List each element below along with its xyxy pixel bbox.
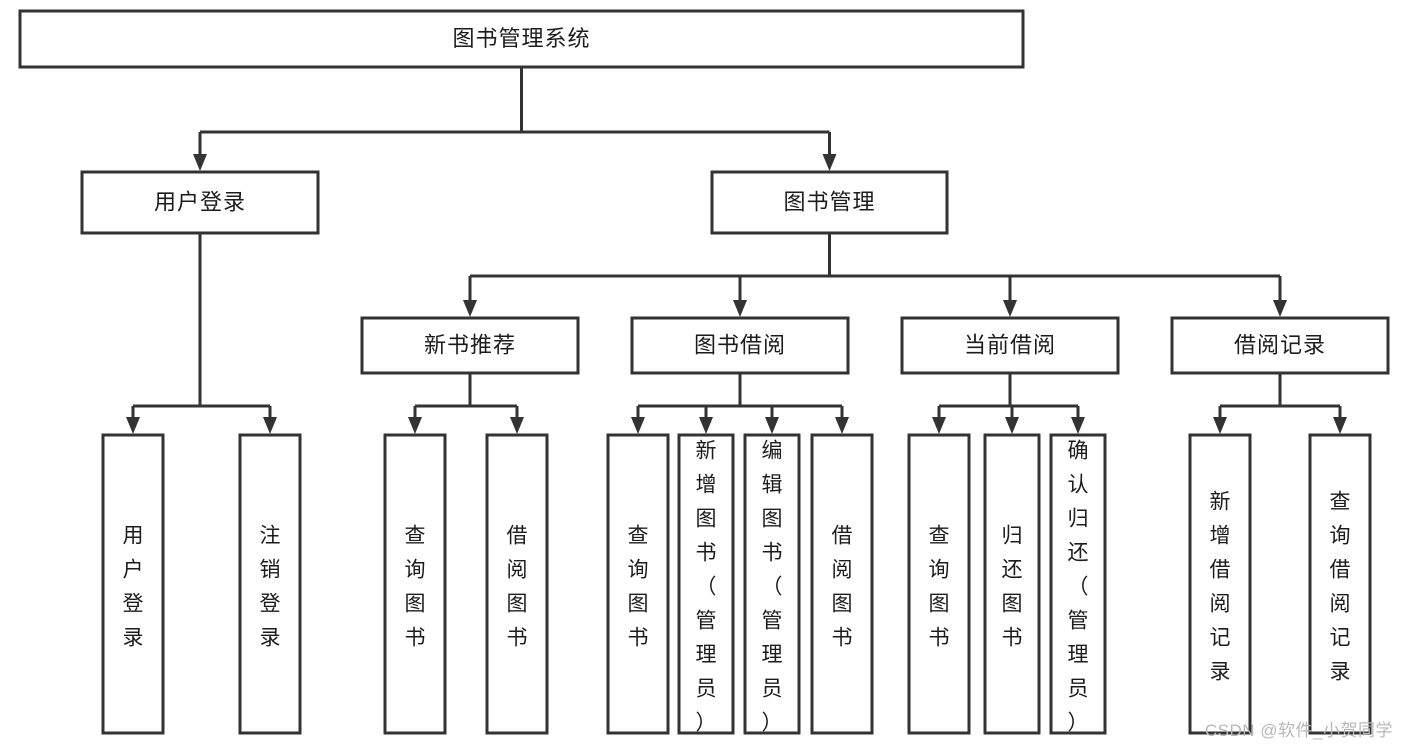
- arrow-head-icon: [699, 417, 713, 434]
- node-box-leaf-query-book-2[interactable]: [606, 433, 670, 735]
- node-leaf-add-book[interactable]: 新增图书（管理员）: [677, 433, 735, 735]
- node-box-current-borrow[interactable]: [900, 316, 1120, 375]
- node-leaf-borrow-book-1[interactable]: 借阅图书: [485, 433, 549, 735]
- node-box-leaf-add-record[interactable]: [1188, 433, 1252, 735]
- arrow-head-icon: [1273, 300, 1287, 317]
- node-label-leaf-user-login: 用户登录: [123, 525, 144, 650]
- node-leaf-query-book-2[interactable]: 查询图书: [606, 433, 670, 735]
- node-borrow-record[interactable]: 借阅记录: [1170, 316, 1390, 375]
- arrow-head-icon: [263, 417, 277, 434]
- node-box-book-manage[interactable]: [710, 170, 949, 235]
- node-label-root: 图书管理系统: [452, 26, 590, 51]
- node-leaf-edit-book[interactable]: 编辑图书（管理员）: [743, 433, 801, 735]
- node-book-manage[interactable]: 图书管理: [710, 170, 949, 235]
- arrow-head-icon: [835, 417, 849, 434]
- node-label-leaf-query-book-2: 查询图书: [628, 525, 649, 650]
- node-label-leaf-borrow-book-2: 借阅图书: [832, 525, 853, 650]
- node-box-borrow-record[interactable]: [1170, 316, 1390, 375]
- node-box-leaf-confirm-return[interactable]: [1049, 433, 1107, 735]
- node-label-leaf-return-book: 归还图书: [1002, 525, 1023, 650]
- node-label-leaf-add-record: 新增借阅记录: [1210, 491, 1231, 684]
- arrow-head-icon: [408, 417, 422, 434]
- node-box-leaf-user-logout[interactable]: [238, 433, 302, 735]
- node-label-new-book-recommend: 新书推荐: [424, 332, 516, 357]
- node-box-leaf-add-book[interactable]: [677, 433, 735, 735]
- node-box-book-borrow[interactable]: [630, 316, 850, 375]
- node-label-book-borrow: 图书借阅: [694, 332, 786, 357]
- arrow-head-icon: [126, 417, 140, 434]
- arrow-head-icon: [193, 154, 207, 171]
- node-root[interactable]: 图书管理系统: [18, 9, 1025, 69]
- node-label-leaf-confirm-return: 确认归还（管理员）: [1068, 440, 1089, 735]
- arrow-head-icon: [510, 417, 524, 434]
- node-leaf-user-login[interactable]: 用户登录: [101, 433, 165, 735]
- node-current-borrow[interactable]: 当前借阅: [900, 316, 1120, 375]
- node-leaf-borrow-book-2[interactable]: 借阅图书: [810, 433, 874, 735]
- node-box-leaf-query-record[interactable]: [1308, 433, 1372, 735]
- arrow-head-icon: [1005, 417, 1019, 434]
- node-user-login[interactable]: 用户登录: [80, 170, 320, 235]
- node-leaf-confirm-return[interactable]: 确认归还（管理员）: [1049, 433, 1107, 735]
- node-label-leaf-edit-book: 编辑图书（管理员）: [762, 440, 783, 735]
- arrow-head-icon: [765, 417, 779, 434]
- node-new-book-recommend[interactable]: 新书推荐: [360, 316, 580, 375]
- arrow-head-icon: [631, 417, 645, 434]
- arrow-head-icon: [733, 300, 747, 317]
- arrow-head-icon: [1213, 417, 1227, 434]
- arrow-head-icon: [1333, 417, 1347, 434]
- node-label-leaf-query-book-1: 查询图书: [405, 525, 426, 650]
- node-box-user-login[interactable]: [80, 170, 320, 235]
- arrow-head-icon: [822, 154, 837, 171]
- node-box-leaf-return-book[interactable]: [983, 433, 1041, 735]
- connector-layer: [126, 67, 1347, 434]
- node-label-current-borrow: 当前借阅: [964, 332, 1056, 357]
- node-leaf-query-record[interactable]: 查询借阅记录: [1308, 433, 1372, 735]
- node-leaf-query-book-1[interactable]: 查询图书: [383, 433, 447, 735]
- arrow-head-icon: [1071, 417, 1085, 434]
- node-book-borrow[interactable]: 图书借阅: [630, 316, 850, 375]
- node-box-leaf-edit-book[interactable]: [743, 433, 801, 735]
- node-label-user-login: 用户登录: [154, 189, 246, 214]
- node-label-book-manage: 图书管理: [783, 189, 875, 214]
- node-leaf-query-book-3[interactable]: 查询图书: [907, 433, 971, 735]
- node-box-leaf-query-book-1[interactable]: [383, 433, 447, 735]
- node-label-borrow-record: 借阅记录: [1234, 332, 1326, 357]
- node-box-leaf-user-login[interactable]: [101, 433, 165, 735]
- node-label-leaf-borrow-book-1: 借阅图书: [507, 525, 528, 650]
- node-leaf-add-record[interactable]: 新增借阅记录: [1188, 433, 1252, 735]
- node-box-leaf-borrow-book-2[interactable]: [810, 433, 874, 735]
- arrow-head-icon: [463, 300, 477, 317]
- node-box-root[interactable]: [18, 9, 1025, 69]
- node-label-leaf-query-book-3: 查询图书: [929, 525, 950, 650]
- node-box-leaf-borrow-book-1[interactable]: [485, 433, 549, 735]
- node-leaf-user-logout[interactable]: 注销登录: [238, 433, 302, 735]
- arrow-head-icon: [932, 417, 946, 434]
- node-leaf-return-book[interactable]: 归还图书: [983, 433, 1041, 735]
- node-label-leaf-query-record: 查询借阅记录: [1330, 491, 1351, 684]
- node-box-leaf-query-book-3[interactable]: [907, 433, 971, 735]
- arrow-head-icon: [1003, 300, 1017, 317]
- node-layer: 图书管理系统用户登录图书管理新书推荐图书借阅当前借阅借阅记录用户登录注销登录查询…: [18, 9, 1390, 735]
- node-box-new-book-recommend[interactable]: [360, 316, 580, 375]
- node-label-leaf-user-logout: 注销登录: [260, 525, 281, 650]
- node-label-leaf-add-book: 新增图书（管理员）: [696, 440, 717, 735]
